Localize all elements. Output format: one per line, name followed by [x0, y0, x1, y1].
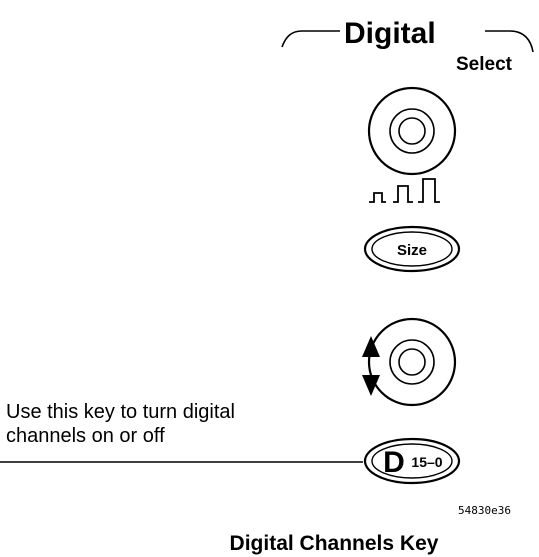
- down-arrow-icon: [362, 375, 380, 396]
- figure-reference: 54830e36: [458, 504, 511, 517]
- select-label: Select: [456, 54, 513, 75]
- square-wave-sizes-icon: [369, 178, 440, 203]
- digital-channels-key[interactable]: D 15–0: [363, 437, 461, 485]
- callout-line-1: Use this key to turn digital: [6, 401, 235, 423]
- figure-caption: Digital Channels Key: [230, 532, 439, 555]
- digital-group-bracket: [281, 30, 534, 53]
- channels-key-letter: D: [383, 446, 405, 479]
- digital-group-label: Digital: [344, 17, 436, 50]
- callout-line-2: channels on or off: [6, 425, 165, 447]
- position-knob[interactable]: [367, 317, 457, 407]
- size-button-label: Size: [397, 242, 427, 259]
- channels-key-range: 15–0: [411, 454, 442, 470]
- select-knob[interactable]: [367, 86, 457, 176]
- size-button[interactable]: Size: [363, 225, 461, 273]
